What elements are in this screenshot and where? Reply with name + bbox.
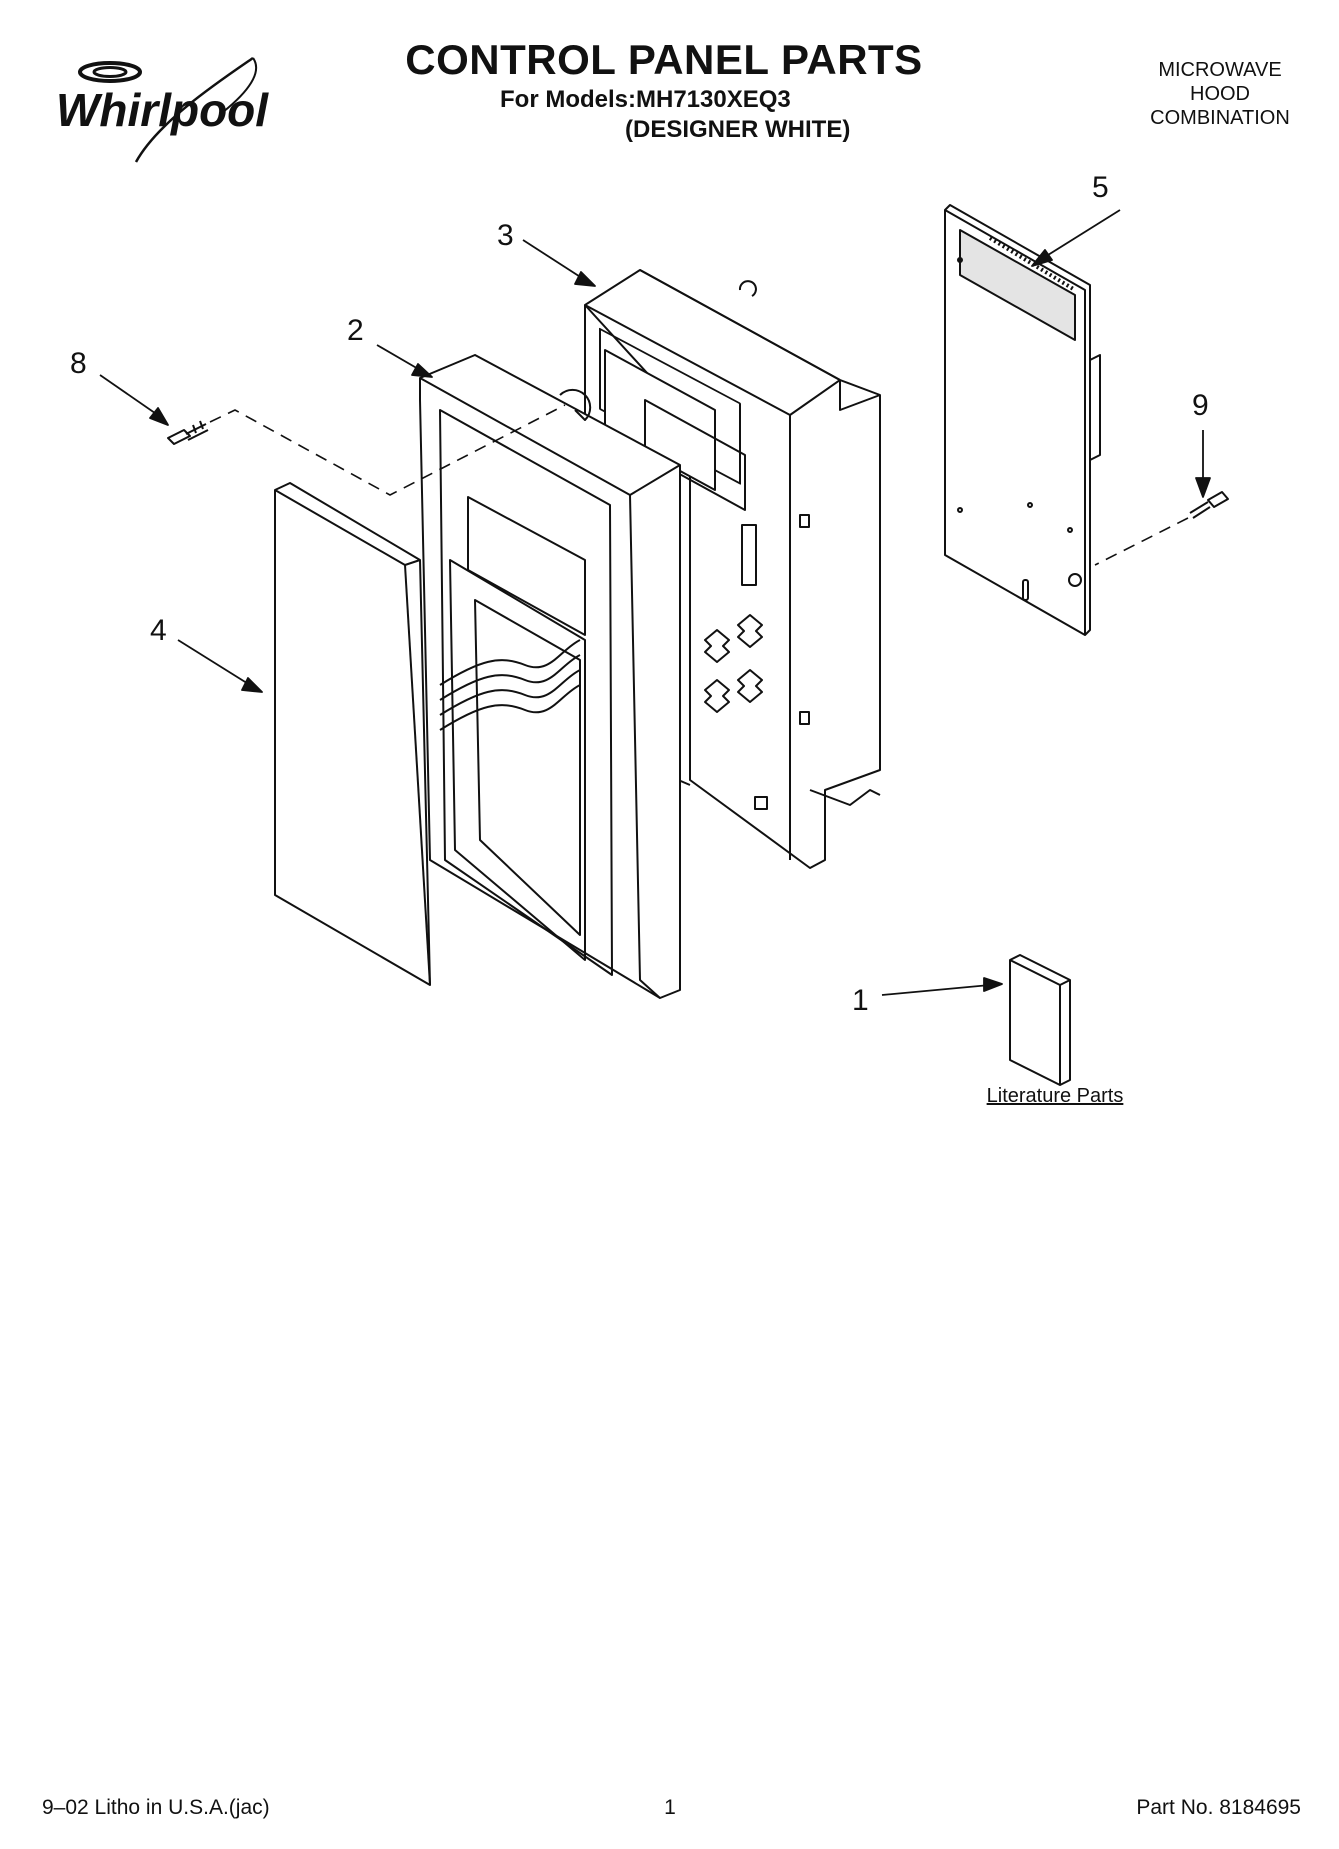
callout-3: 3 [497, 219, 514, 252]
part-4-membrane [274, 482, 431, 986]
part-2-frame [419, 354, 681, 999]
literature-parts-label: Literature Parts [986, 1085, 1124, 1107]
callout-2: 2 [347, 314, 364, 347]
callout-4: 4 [150, 614, 167, 647]
callout-arrows [99, 209, 1211, 996]
model-number: For Models:MH7130XEQ3 [500, 86, 791, 113]
product-line-3: COMBINATION [1150, 107, 1290, 129]
page-number: 1 [664, 1796, 676, 1819]
part-number: Part No. 8184695 [1136, 1796, 1301, 1819]
callout-5: 5 [1092, 171, 1109, 204]
model-variant: (DESIGNER WHITE) [625, 116, 851, 143]
page-title: CONTROL PANEL PARTS [405, 36, 923, 83]
part-1-literature [1009, 954, 1071, 1086]
brand-wordmark: Whirlpool [56, 84, 269, 136]
product-line: MICROWAVE HOOD COMBINATION [1120, 58, 1320, 130]
screw-9 [1189, 491, 1229, 519]
print-info: 9–02 Litho in U.S.A.(jac) [42, 1796, 270, 1819]
screw-8 [167, 420, 209, 445]
product-line-2: HOOD [1190, 83, 1250, 105]
callout-9: 9 [1192, 389, 1209, 422]
callout-1: 1 [852, 984, 869, 1017]
whirlpool-logo: Whirlpool [56, 56, 269, 163]
callout-8: 8 [70, 347, 87, 380]
part-5-control-board [944, 204, 1101, 636]
assembly-line-8 [209, 404, 566, 496]
product-line-1: MICROWAVE [1158, 59, 1282, 81]
assembly-line-9 [1094, 517, 1189, 566]
